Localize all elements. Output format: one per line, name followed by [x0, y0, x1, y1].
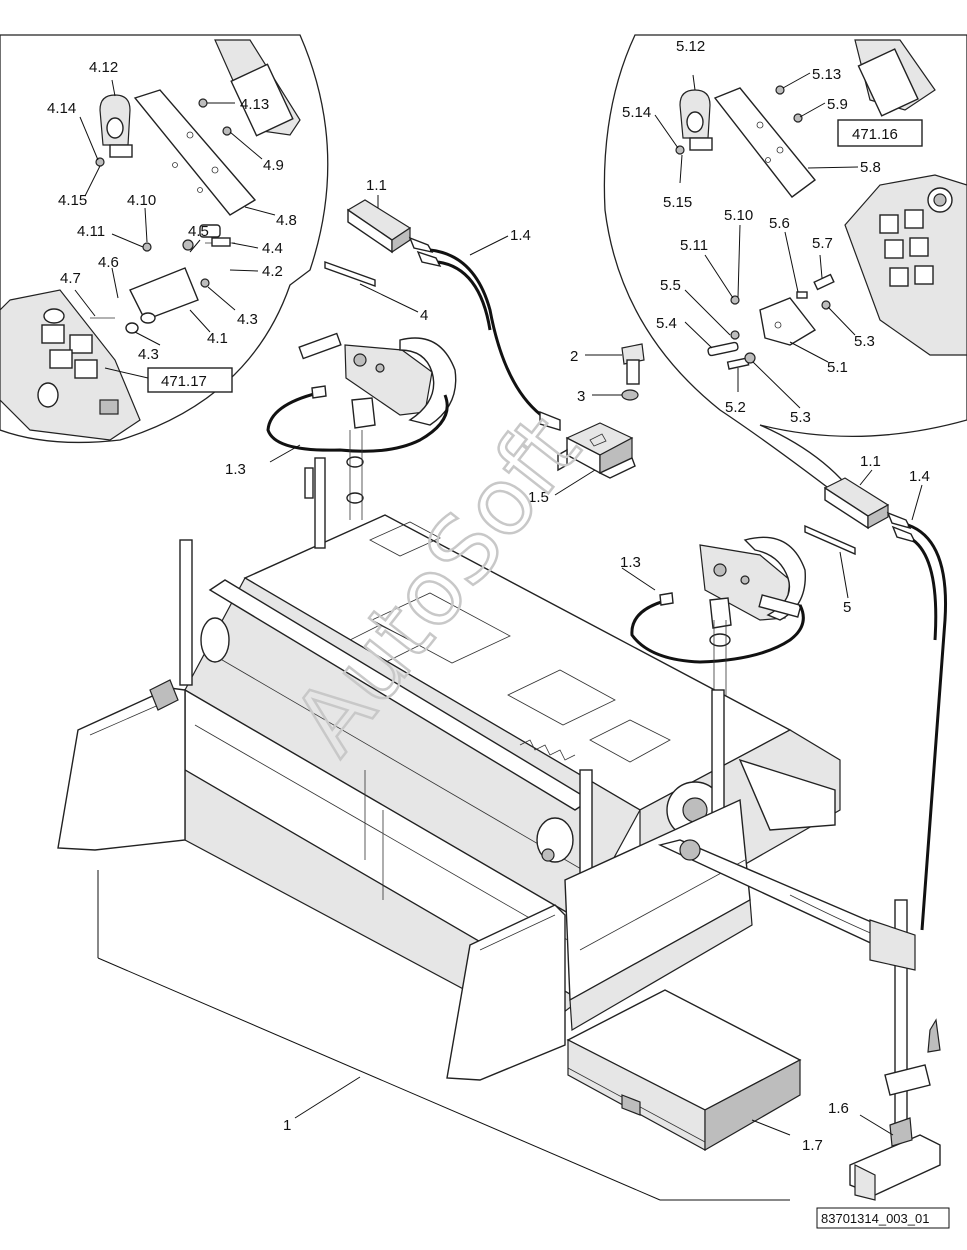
label-1-3-left: 1.3 [225, 461, 246, 478]
label-5-11: 5.11 [680, 237, 708, 254]
label-5: 5 [843, 599, 851, 616]
label-4-6: 4.6 [98, 254, 119, 271]
drawing-number-box: 83701314_003_01 [816, 1207, 950, 1229]
label-4-7: 4.7 [60, 270, 81, 287]
label-5-2: 5.2 [725, 399, 746, 416]
label-5-7: 5.7 [812, 235, 833, 252]
label-4-12: 4.12 [89, 59, 118, 76]
label-5-10: 5.10 [724, 207, 753, 224]
ref-box-right: 471.16 [852, 126, 898, 143]
detail-callout-left [0, 34, 329, 444]
label-5-12: 5.12 [676, 38, 705, 55]
label-5-14: 5.14 [622, 104, 651, 121]
label-1-1-top: 1.1 [366, 177, 387, 194]
label-4-9: 4.9 [263, 157, 284, 174]
label-1-4-top: 1.4 [510, 227, 531, 244]
label-5-15: 5.15 [663, 194, 692, 211]
label-4-14: 4.14 [47, 100, 76, 117]
drawing-number: 83701314_003_01 [821, 1211, 929, 1226]
label-5-13: 5.13 [812, 66, 841, 83]
label-4-8: 4.8 [276, 212, 297, 229]
part-labels: 4.12 4.14 4.13 4.9 4.15 4.8 4.10 4.11 4.… [47, 38, 930, 1154]
label-4-3-a: 4.3 [237, 311, 258, 328]
label-5-1: 5.1 [827, 359, 848, 376]
label-2: 2 [570, 348, 578, 365]
label-5-9: 5.9 [827, 96, 848, 113]
label-4-11: 4.11 [77, 223, 105, 240]
label-4-1: 4.1 [207, 330, 228, 347]
label-4-10: 4.10 [127, 192, 156, 209]
label-5-8: 5.8 [860, 159, 881, 176]
ref-box-left: 471.17 [161, 373, 207, 390]
screed-body [57, 457, 941, 1201]
label-5-4: 5.4 [656, 315, 677, 332]
label-4-2: 4.2 [262, 263, 283, 280]
label-5-6: 5.6 [769, 215, 790, 232]
label-5-5: 5.5 [660, 277, 681, 294]
label-5-3-a: 5.3 [854, 333, 875, 350]
label-1-5: 1.5 [528, 489, 549, 506]
detail-callout-right [603, 34, 967, 521]
label-3: 3 [577, 388, 585, 405]
label-4: 4 [420, 307, 428, 324]
sensor-assembly-top [266, 195, 645, 520]
label-4-13: 4.13 [240, 96, 269, 113]
label-4-3-b: 4.3 [138, 346, 159, 363]
label-5-3-b: 5.3 [790, 409, 811, 426]
label-4-15: 4.15 [58, 192, 87, 209]
label-1-6: 1.6 [828, 1100, 849, 1117]
label-1-7: 1.7 [802, 1137, 823, 1154]
label-1: 1 [283, 1117, 291, 1134]
label-1-4-right: 1.4 [909, 468, 930, 485]
label-1-1-right: 1.1 [860, 453, 881, 470]
sensor-assembly-right [621, 469, 948, 931]
label-4-5: 4.5 [188, 223, 209, 240]
label-1-3-right: 1.3 [620, 554, 641, 571]
label-4-4: 4.4 [262, 240, 283, 257]
